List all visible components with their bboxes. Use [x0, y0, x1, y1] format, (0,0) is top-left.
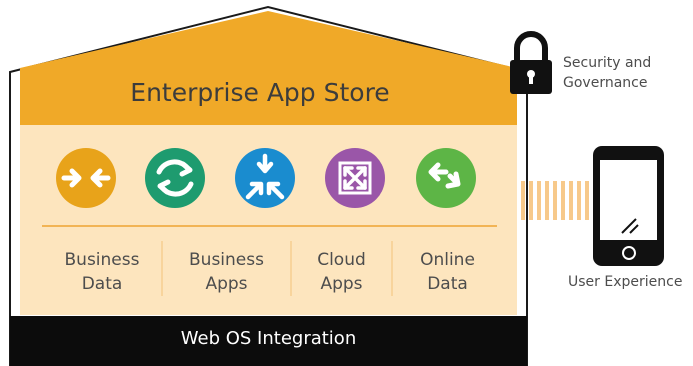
arrows-inward-icon	[56, 148, 116, 208]
phone-icon	[593, 146, 664, 266]
sync-icon	[145, 148, 205, 208]
category-line: Data	[81, 274, 123, 294]
category-line: Apps	[205, 274, 248, 294]
lock-icon	[510, 31, 552, 94]
footer-bar	[10, 316, 527, 366]
swap-icon	[416, 148, 476, 208]
category-online-data: Online Data	[394, 248, 501, 296]
connection-dashes	[521, 181, 589, 220]
category-line: Cloud	[317, 250, 366, 270]
category-cloud-apps: Cloud Apps	[293, 248, 390, 296]
category-line: Business	[64, 250, 140, 270]
roof	[20, 11, 517, 125]
category-business-apps: Business Apps	[164, 248, 289, 296]
category-line: Apps	[320, 274, 363, 294]
footer-label: Web OS Integration	[180, 328, 357, 349]
converge-icon	[235, 148, 295, 208]
expand-icon	[325, 148, 385, 208]
user-experience-label: User Experience	[568, 274, 683, 290]
roof-title: Enterprise App Store	[130, 78, 390, 107]
category-line: Online	[420, 250, 475, 270]
category-line: Data	[427, 274, 468, 294]
security-line: Security and	[563, 55, 652, 71]
category-business-data: Business Data	[42, 248, 162, 296]
security-label: Security and Governance	[563, 53, 651, 93]
category-line: Business	[189, 250, 264, 270]
security-line: Governance	[563, 75, 648, 91]
